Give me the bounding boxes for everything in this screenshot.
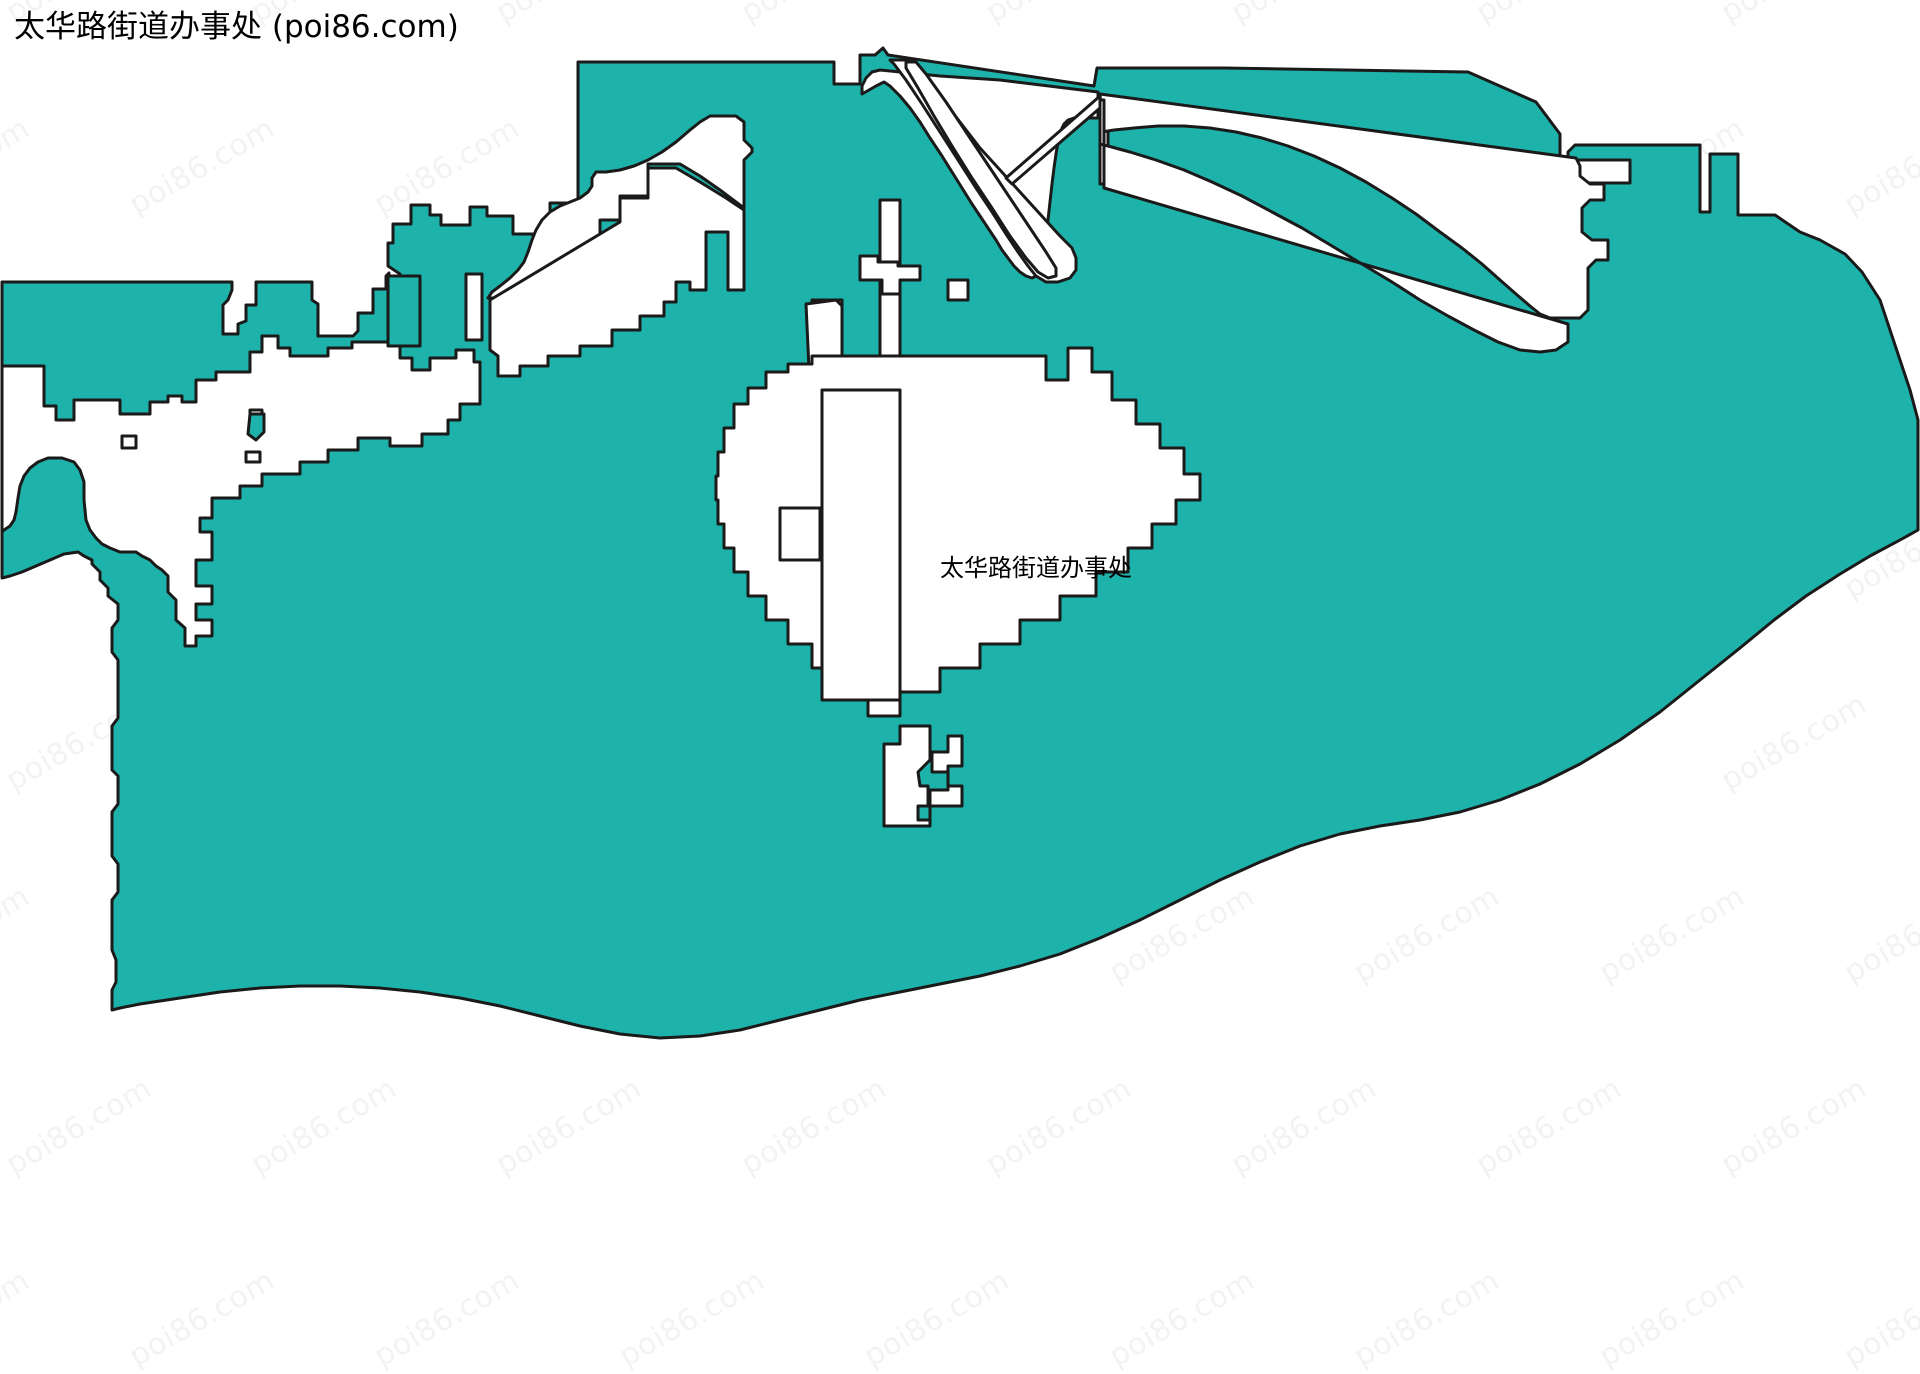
watermark-text: poi86.com	[613, 1263, 771, 1374]
watermark-text: poi86.com	[1348, 1263, 1506, 1374]
map-boundary-group	[2, 48, 1918, 1038]
region-islet-1	[388, 276, 420, 346]
region-enclave-18	[948, 280, 968, 300]
region-enclave-3	[122, 436, 136, 448]
region-enclave-5	[466, 274, 482, 340]
watermark-text: poi86.com	[858, 1263, 1016, 1374]
watermark-text: poi86.com	[1593, 1263, 1751, 1374]
watermark-text: poi86.com	[368, 1263, 526, 1374]
watermark-text: poi86.com	[0, 1263, 35, 1374]
watermark-text: poi86.com	[1838, 1263, 1920, 1374]
page-title: 太华路街道办事处 (poi86.com)	[14, 7, 459, 47]
watermark-text: poi86.com	[1103, 1263, 1261, 1374]
watermark-text: poi86.com	[123, 1263, 281, 1374]
region-enclave-26	[780, 508, 820, 560]
region-enclave-25	[822, 390, 900, 700]
region-enclave-2	[246, 452, 260, 462]
region-islet-0	[248, 414, 264, 440]
map-feature-label: 太华路街道办事处	[940, 548, 1132, 583]
